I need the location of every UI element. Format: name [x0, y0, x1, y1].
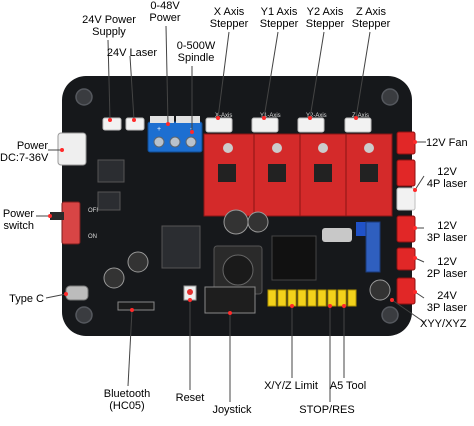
bluetooth-header: [117, 301, 155, 311]
callout-line: [309, 31, 325, 119]
callout-dot: [413, 140, 417, 144]
callout-line: [165, 25, 169, 125]
label-stop-res: STOP/RES: [299, 404, 355, 416]
top-white-connectors: [102, 117, 372, 133]
yellow-headers: [267, 289, 357, 307]
terminal-block: [147, 116, 203, 153]
white-4p-connector: [396, 187, 416, 211]
callout-dot: [60, 148, 64, 152]
label-bluetooth: Bluetooth(HC05): [103, 388, 151, 412]
chips: [97, 159, 378, 295]
callout-dot: [328, 304, 332, 308]
reset-button-cap: [187, 289, 193, 295]
callout-dot: [413, 226, 417, 230]
callout-lines: [36, 25, 426, 402]
callout-dot: [130, 308, 134, 312]
callout-dot: [48, 214, 52, 218]
label-xyz-limit: X/Y/Z Limit: [264, 380, 318, 392]
label-type-c: Type C: [9, 293, 44, 305]
callout-dot: [132, 118, 136, 122]
callout-dot: [108, 118, 112, 122]
label-12v-fan: 12V Fan: [426, 137, 468, 149]
callout-dot: [228, 311, 232, 315]
callout-line: [263, 31, 279, 119]
callout-line: [217, 31, 230, 119]
capacitors: [103, 209, 391, 301]
label-joystick: Joystick: [212, 404, 252, 416]
callout-line: [45, 293, 67, 299]
joystick-header: [204, 286, 256, 314]
callout-line: [127, 309, 133, 387]
callout-line: [391, 299, 425, 323]
stepper-drivers: [203, 133, 393, 217]
usb-c-port: [65, 285, 89, 301]
callout-dot: [390, 298, 394, 302]
switch-toggle: [50, 212, 64, 220]
silk-y2-axis: Y2-Axis: [306, 113, 327, 119]
callout-dot: [342, 304, 346, 308]
callout-dot: [308, 116, 312, 120]
callout-dot: [64, 292, 68, 296]
silk-z-axis: Z-Axis: [352, 113, 369, 119]
switch: [61, 201, 81, 245]
callout-dot: [166, 122, 170, 126]
silk-x-axis: X-Axis: [215, 113, 232, 119]
label-xyy-xyz: XYY/XYZ: [420, 318, 467, 330]
silk-y1-axis: Y1-Axis: [260, 113, 281, 119]
callout-dot: [413, 290, 417, 294]
callout-dot: [190, 130, 194, 134]
mounting-holes: [75, 88, 399, 324]
callout-line: [129, 55, 135, 121]
label-24v-laser: 24V Laser: [106, 47, 158, 59]
terminal-plus-mark: +: [157, 126, 161, 133]
callout-line: [355, 31, 371, 119]
jumper-block: [365, 221, 381, 273]
callout-dot: [188, 298, 192, 302]
callout-dot: [290, 304, 294, 308]
callout-dot: [262, 116, 266, 120]
callout-dot: [413, 188, 417, 192]
label-a5-tool: A5 Tool: [329, 380, 367, 392]
callout-line: [107, 39, 111, 121]
switch-on-mark: ON: [88, 234, 97, 240]
callout-dot: [413, 256, 417, 260]
callout-dot: [216, 116, 220, 120]
dc-jack: [57, 132, 87, 166]
callout-line: [414, 175, 425, 191]
label-reset: Reset: [175, 392, 205, 404]
switch-off-mark: OFF: [88, 208, 100, 214]
callout-dot: [354, 116, 358, 120]
